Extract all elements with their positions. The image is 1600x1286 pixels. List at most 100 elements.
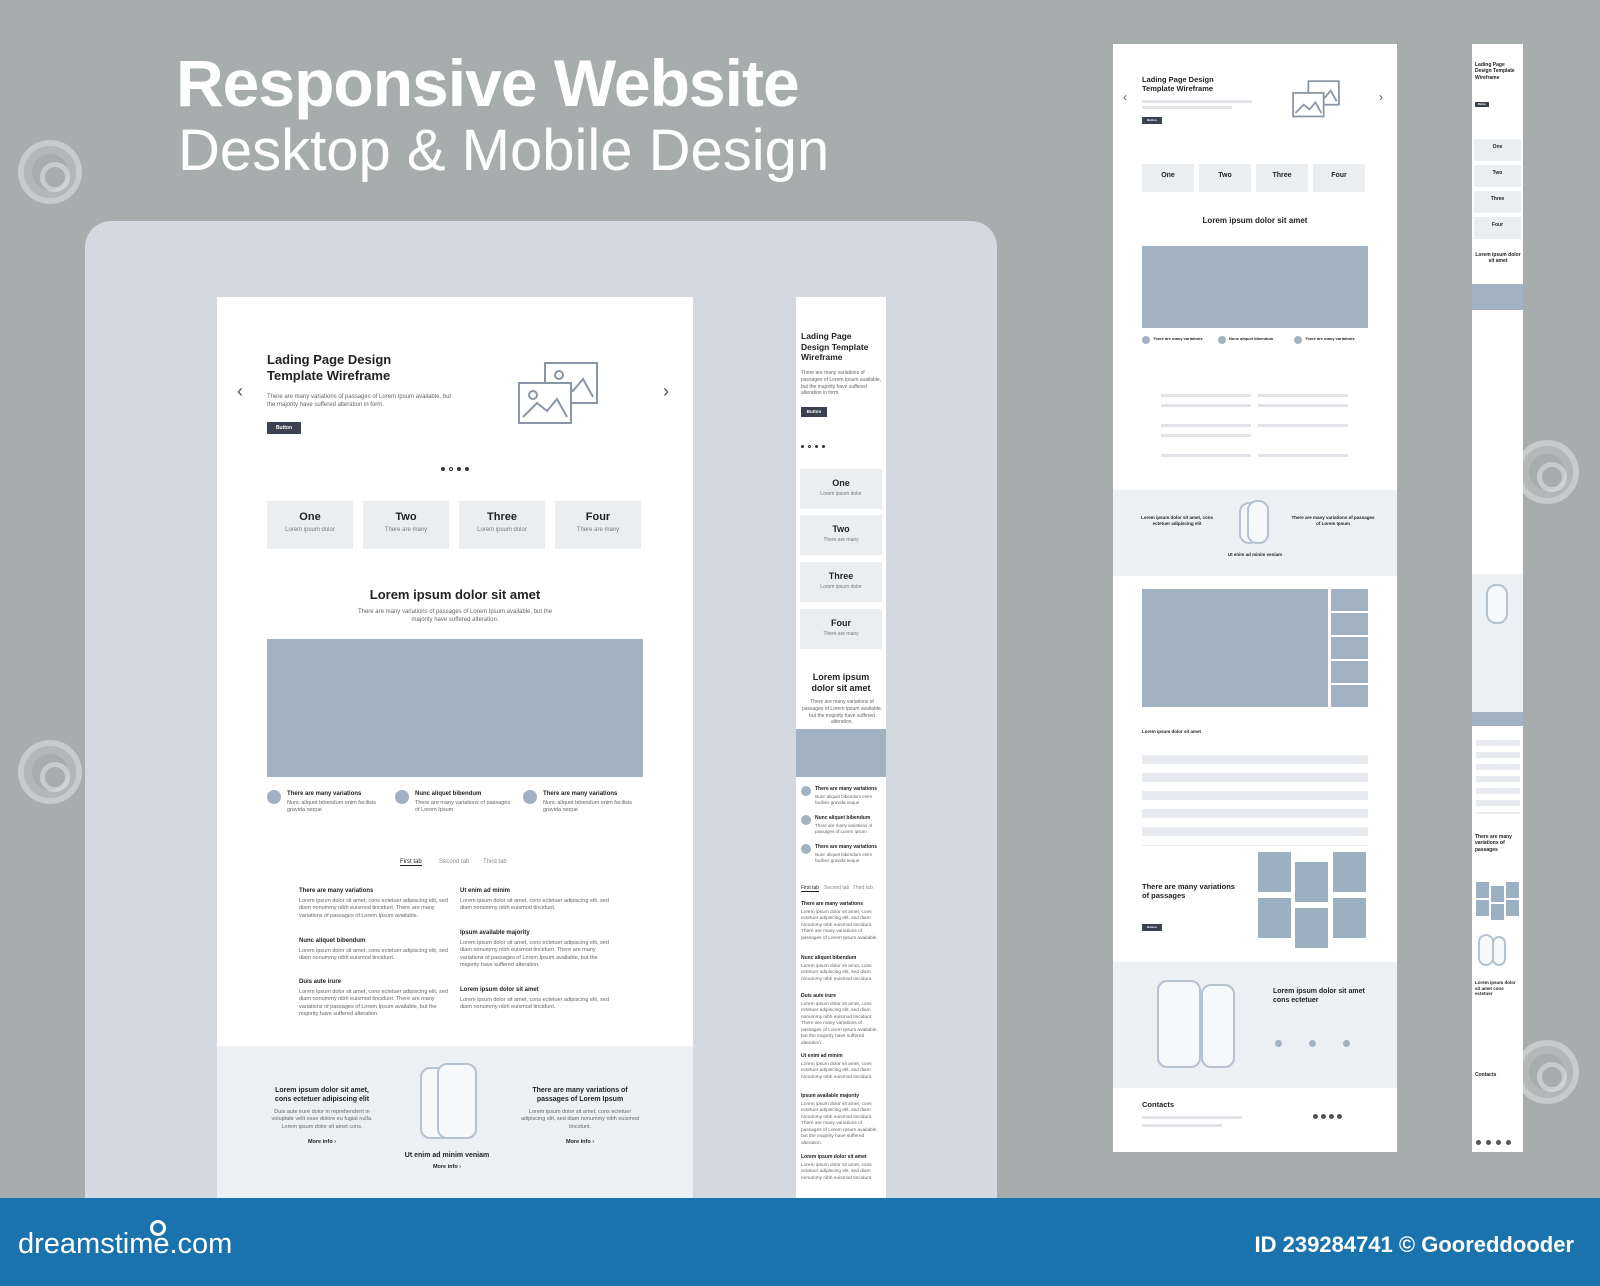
tab-bar: First tab Second tab Third tab bbox=[217, 859, 693, 873]
feature-icon bbox=[1294, 336, 1302, 344]
hero-button[interactable]: Button bbox=[267, 422, 301, 434]
preview-card-one[interactable]: One bbox=[1142, 164, 1194, 192]
content-title: Lorem ipsum dolor sit amet bbox=[801, 1154, 867, 1160]
feature-icon bbox=[801, 844, 811, 854]
carousel-dots[interactable] bbox=[441, 467, 471, 473]
tab-second[interactable]: Second tab bbox=[439, 859, 470, 865]
more-info-link[interactable]: More info › bbox=[307, 1139, 337, 1145]
feature-text: Nunc aliquet bibendum enim facilisis gra… bbox=[287, 800, 376, 814]
carousel-next-icon[interactable]: › bbox=[1379, 90, 1383, 104]
social-icon[interactable] bbox=[1496, 1140, 1501, 1145]
mobile-section-title: Lorem ipsum dolor sit amet bbox=[811, 672, 871, 694]
social-icon[interactable] bbox=[1313, 1114, 1318, 1119]
tab-first[interactable]: First tab bbox=[801, 885, 820, 892]
thin-button[interactable]: Button bbox=[1475, 102, 1489, 107]
content-title: Lorem ipsum dolor sit amet bbox=[460, 987, 539, 993]
preview-card-two[interactable]: Two bbox=[1199, 164, 1251, 192]
text-line bbox=[1142, 1124, 1222, 1127]
watermark-logo-icon bbox=[18, 740, 82, 804]
mobile-hero-button[interactable]: Button bbox=[801, 407, 827, 417]
carousel-next-icon[interactable]: › bbox=[663, 381, 669, 401]
content-text: Lorem ipsum dolor sit amet, cons ectetue… bbox=[801, 1062, 873, 1080]
watermark-logo-icon bbox=[1515, 440, 1579, 504]
feature-icon bbox=[801, 786, 811, 796]
text-line bbox=[1142, 106, 1232, 109]
text-line bbox=[1258, 404, 1348, 407]
text-line bbox=[1161, 454, 1251, 457]
social-icon[interactable] bbox=[1476, 1140, 1481, 1145]
mobile-tab-bar: First tab Second tab Third tab bbox=[796, 885, 886, 895]
feature-text: There are many variations of passages of… bbox=[815, 823, 873, 835]
preview-hero-button[interactable]: Button bbox=[1142, 117, 1162, 124]
thin-app-title: Lorem ipsum dolor sit amet cons ectetuer bbox=[1475, 980, 1516, 997]
mobile-image-placeholder bbox=[796, 729, 886, 777]
tab-third[interactable]: Third tab bbox=[853, 885, 873, 891]
promo-center-title: Ut enim ad minim veniam bbox=[404, 1152, 490, 1159]
more-info-link[interactable]: More info › bbox=[565, 1139, 595, 1145]
tab-first[interactable]: First tab bbox=[400, 859, 422, 866]
carousel-dots[interactable] bbox=[801, 445, 831, 450]
preview-desktop-page: ‹ › Lading Page Design Template Wirefram… bbox=[1113, 44, 1397, 1152]
feature-title: Nunc aliquet bibendum bbox=[815, 815, 871, 821]
content-title: Nunc aliquet bibendum bbox=[801, 955, 857, 961]
gallery-tile bbox=[1333, 898, 1366, 938]
preview-data-table bbox=[1142, 746, 1368, 846]
content-text: Lorem ipsum dolor sit amet, cons ectetue… bbox=[801, 964, 873, 982]
content-text: Lorem ipsum dolor sit amet, cons ectetue… bbox=[801, 1002, 878, 1046]
content-text: Lorem ipsum dolor sit amet, cons ectetue… bbox=[460, 898, 609, 912]
content-text: Lorem ipsum dolor sit amet, cons ectetue… bbox=[299, 898, 448, 919]
content-text: Lorem ipsum dolor sit amet, cons ectetue… bbox=[460, 997, 609, 1011]
thin-card-four[interactable]: Four bbox=[1474, 217, 1521, 239]
carousel-prev-icon[interactable]: ‹ bbox=[1123, 90, 1127, 104]
social-icon[interactable] bbox=[1329, 1114, 1334, 1119]
carousel-prev-icon[interactable]: ‹ bbox=[237, 381, 243, 401]
preview-card-three[interactable]: Three bbox=[1256, 164, 1308, 192]
social-icon[interactable] bbox=[1486, 1140, 1491, 1145]
tab-third[interactable]: Third tab bbox=[483, 859, 507, 865]
mobile-hero-text: There are many variations of passages of… bbox=[801, 370, 882, 397]
mobile-page: Lading Page Design Template Wireframe Th… bbox=[796, 297, 886, 1198]
hero-title: Lading Page Design Template Wireframe bbox=[267, 352, 392, 384]
preview-contacts-title: Contacts bbox=[1142, 1100, 1175, 1109]
section-text: There are many variations of passages of… bbox=[357, 609, 553, 624]
thin-card-two[interactable]: Two bbox=[1474, 165, 1521, 187]
content-text: Lorem ipsum dolor sit amet, cons ectetue… bbox=[801, 1163, 873, 1181]
social-icon[interactable] bbox=[1506, 1140, 1511, 1145]
content-title: Ipsum available majority bbox=[460, 930, 530, 936]
footer-bar: dreamstime.com ID 239284741 © Gooreddood… bbox=[0, 1198, 1600, 1286]
content-text: Lorem ipsum dolor sit amet, cons ectetue… bbox=[299, 948, 448, 962]
feature-text: Nunc aliquet bibendum enim facilisis gra… bbox=[543, 800, 632, 814]
more-info-link[interactable]: More info › bbox=[432, 1164, 462, 1170]
phone-mockup bbox=[1157, 980, 1201, 1068]
preview-gallery-button[interactable]: Button bbox=[1142, 924, 1162, 931]
thin-card-three[interactable]: Three bbox=[1474, 191, 1521, 213]
mobile-hero-title: Lading Page Design Template Wireframe bbox=[801, 331, 869, 363]
dreamstime-logo-icon bbox=[150, 1220, 166, 1236]
preview-card-four[interactable]: Four bbox=[1313, 164, 1365, 192]
promo-right-title: There are many variations of passages of… bbox=[532, 1087, 628, 1103]
thin-card-one[interactable]: One bbox=[1474, 139, 1521, 161]
social-icon[interactable] bbox=[1337, 1114, 1342, 1119]
thin-hero-title: Lading Page Design Template Wireframe bbox=[1475, 62, 1515, 81]
gallery-tile bbox=[1506, 882, 1519, 898]
tab-second[interactable]: Second tab bbox=[824, 885, 850, 891]
social-icon[interactable] bbox=[1321, 1114, 1326, 1119]
hero-text: There are many variations of passages of… bbox=[267, 394, 452, 409]
desktop-page: ‹ › Lading Page Design Template Wirefram… bbox=[217, 297, 693, 1198]
preview-app-title: Lorem ipsum dolor sit amet cons ectetuer bbox=[1273, 988, 1365, 1004]
feature-icon bbox=[1142, 336, 1150, 344]
content-title: Nunc aliquet bibendum bbox=[299, 938, 366, 944]
text-line bbox=[1142, 1116, 1242, 1119]
feature-icon bbox=[1218, 336, 1226, 344]
gallery-tile bbox=[1491, 886, 1504, 902]
preview-image-placeholder bbox=[1142, 246, 1368, 328]
gallery-tile bbox=[1476, 882, 1489, 898]
